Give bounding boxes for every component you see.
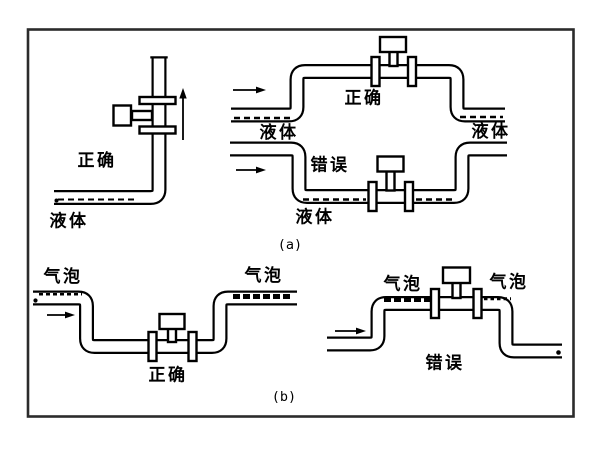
medium-label: 液体 bbox=[50, 211, 89, 232]
flow-direction-arrow bbox=[179, 88, 187, 140]
bubble-label-right: 气泡 bbox=[244, 265, 284, 286]
flowmeter-symbol bbox=[112, 95, 177, 135]
verdict-label: 正确 bbox=[149, 365, 188, 386]
diagram-a-lowered-install: 错误 液体 bbox=[230, 141, 507, 228]
verdict-label: 正确 bbox=[78, 150, 117, 171]
flowmeter-symbol bbox=[147, 312, 198, 363]
medium-label: 液体 bbox=[296, 207, 335, 228]
pipe-bore bbox=[54, 56, 165, 203]
bubble-label-left: 气泡 bbox=[383, 274, 423, 295]
flange-upper bbox=[138, 95, 177, 106]
flowmeter-symbol bbox=[367, 155, 415, 213]
diagram-b-meter-low-install: 气泡 气泡 正确 bbox=[33, 265, 297, 386]
transmitter-stem bbox=[130, 109, 154, 122]
pipe-end-mark bbox=[556, 350, 561, 355]
flange-lower bbox=[138, 125, 177, 135]
flow-direction-arrow bbox=[233, 86, 266, 94]
figure-border bbox=[26, 28, 575, 418]
flange-left bbox=[367, 180, 378, 213]
flow-direction-arrow bbox=[47, 311, 75, 319]
verdict-label: 错误 bbox=[311, 155, 350, 176]
pipe-end-mark bbox=[54, 198, 59, 203]
flange-right bbox=[406, 55, 418, 88]
verdict-label: 错误 bbox=[426, 353, 465, 374]
pipe-bore bbox=[230, 143, 507, 202]
flange-left bbox=[370, 55, 381, 88]
medium-label-right: 液体 bbox=[472, 121, 511, 142]
section-a-caption: (a) bbox=[278, 237, 302, 253]
transmitter-box bbox=[158, 312, 186, 331]
transmitter-box bbox=[378, 35, 408, 54]
flange-left bbox=[147, 330, 158, 363]
flange-left bbox=[429, 287, 441, 320]
diagram-a-vertical-install: 正确 液体 bbox=[50, 56, 187, 232]
flange-right bbox=[403, 180, 415, 213]
diagram-a-raised-install: 正确 液体 液体 bbox=[231, 35, 511, 143]
flow-direction-arrow bbox=[335, 327, 366, 335]
transmitter-box bbox=[376, 155, 405, 173]
verdict-label: 正确 bbox=[345, 88, 384, 109]
medium-label-left: 液体 bbox=[260, 122, 299, 143]
section-b-caption: (b) bbox=[272, 389, 296, 405]
pipe-end-mark bbox=[33, 298, 38, 303]
flange-right bbox=[472, 287, 483, 320]
bubble-label-right: 气泡 bbox=[489, 272, 529, 293]
bubble-label-left: 气泡 bbox=[43, 266, 83, 287]
flowmeter-symbol bbox=[429, 266, 483, 320]
flowmeter-symbol bbox=[370, 35, 418, 88]
flange-right bbox=[187, 330, 198, 363]
diagram-b-meter-high-install: 气泡 气泡 错误 bbox=[327, 266, 562, 374]
flow-direction-arrow bbox=[236, 166, 266, 174]
pipe-bore bbox=[327, 298, 562, 357]
transmitter-box bbox=[112, 104, 133, 127]
transmitter-box bbox=[441, 266, 472, 285]
